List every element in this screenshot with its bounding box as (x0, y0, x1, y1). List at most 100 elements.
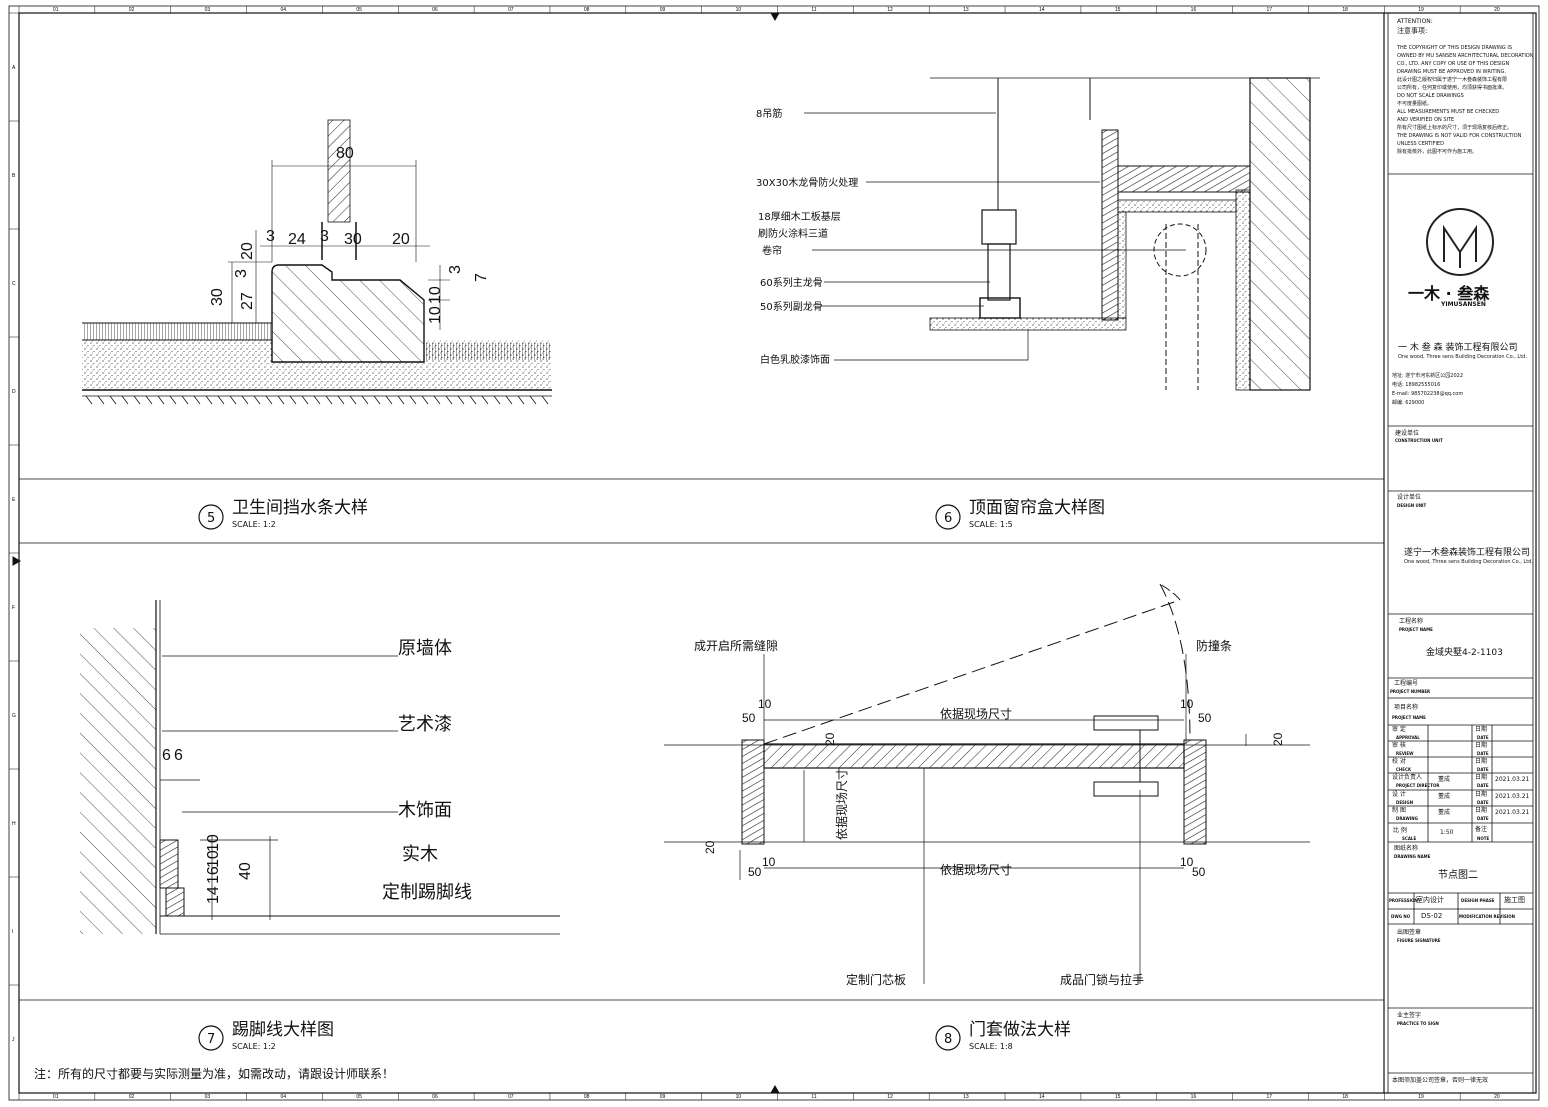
role-label-en: CHECK (1396, 767, 1412, 772)
ground-hatch (421, 395, 429, 405)
grid-col-bottom: 11 (811, 1094, 816, 1100)
role-date-label: 日期 (1475, 726, 1488, 733)
svg-text:SCALE: 1:2: SCALE: 1:2 (232, 1042, 276, 1051)
ground-hatch (109, 395, 117, 405)
role-date-label: 日期 (1475, 807, 1488, 814)
grid-row-label: D (12, 389, 16, 395)
note-label: 备注 (1475, 826, 1488, 833)
svg-text:实木: 实木 (402, 844, 438, 865)
copyright-note-line: OWNED BY MU SANSEN ARCHITECTURAL DECORAT… (1397, 53, 1534, 59)
svg-text:8: 8 (944, 1032, 952, 1047)
grid-col-bottom: 10 (736, 1094, 742, 1100)
svg-text:30X30木龙骨防火处理: 30X30木龙骨防火处理 (756, 176, 858, 189)
ground-hatch (361, 395, 369, 405)
ground-hatch (181, 395, 189, 405)
ground-hatch (301, 395, 309, 405)
svg-text:3: 3 (320, 228, 329, 245)
svg-text:10: 10 (427, 286, 444, 304)
svg-text:27: 27 (239, 292, 256, 310)
ground-hatch (385, 395, 393, 405)
detail-6-title: 6 顶面窗帘盒大样图 SCALE: 1:5 (935, 498, 1105, 530)
grid-col-top: 16 (1191, 7, 1197, 13)
grid-row-label: H (12, 821, 16, 827)
detail-8-labels: 成开启所需缝隙 防撞条 依据现场尺寸 依据现场尺寸 依据现场尺寸 定制门芯板 成… (694, 638, 1232, 987)
svg-text:50: 50 (1198, 711, 1212, 725)
role-name: 董成 (1438, 809, 1451, 816)
detail-7-dims: 6 6 10 10 16 14 40 (162, 747, 254, 904)
contact-line: 电话: 18982555016 (1392, 382, 1441, 388)
grid-col-top: 08 (584, 7, 590, 13)
svg-text:刷防火涂料三道: 刷防火涂料三道 (758, 227, 828, 240)
svg-text:依据现场尺寸: 依据现场尺寸 (940, 706, 1012, 721)
svg-text:原墙体: 原墙体 (398, 638, 452, 659)
role-date-label-en: DATE (1477, 751, 1489, 756)
svg-text:7: 7 (473, 273, 490, 282)
detail-8-dims: 50 10 20 50 10 20 20 10 50 10 50 (703, 697, 1285, 879)
copyright-note-line: UNLESS CERTIFIED (1397, 141, 1444, 147)
grid-col-bottom: 17 (1267, 1094, 1273, 1100)
general-note: 注：所有的尺寸都要与实际测量为准，如需改动，请跟设计师联系！ (34, 1066, 394, 1081)
svg-text:20: 20 (703, 840, 717, 854)
svg-text:门套做法大样: 门套做法大样 (969, 1020, 1071, 1040)
svg-text:50系列副龙骨: 50系列副龙骨 (760, 300, 823, 313)
copyright-note-line: THE DRAWING IS NOT VALID FOR CONSTRUCTIO… (1397, 133, 1522, 139)
svg-text:20: 20 (823, 732, 837, 746)
logo-text: 一木 · 叁森 (1408, 284, 1490, 303)
grid-col-top: 04 (280, 7, 286, 13)
grid-col-bottom: 09 (660, 1094, 666, 1100)
copyright-note-line: 不可度量图纸。 (1397, 101, 1433, 107)
grid-col-bottom: 14 (1039, 1094, 1045, 1100)
role-date-label-en: DATE (1477, 767, 1489, 772)
svg-text:30: 30 (209, 288, 226, 306)
titleblock-frame (1387, 13, 1534, 1093)
detail-5-dims: 80 3 24 3 30 20 20 3 3 7 30 27 10 10 (209, 145, 490, 324)
svg-text:顶面窗帘盒大样图: 顶面窗帘盒大样图 (969, 498, 1105, 518)
ground-hatch (529, 395, 537, 405)
detail-8-drawing (664, 583, 1310, 984)
grid-row-label: I (12, 929, 13, 935)
role-date-label: 日期 (1475, 791, 1488, 798)
detail-6-labels: 8吊筋 30X30木龙骨防火处理 18厚细木工板基层 刷防火涂料三道 卷帘 60… (756, 107, 858, 366)
project-name-label-en: PROJECT NAME (1399, 627, 1433, 632)
svg-text:10: 10 (1180, 697, 1194, 711)
svg-text:10: 10 (205, 850, 222, 868)
ground-hatch (265, 395, 273, 405)
figure-signature-label-en: FIGURE SIGNATURE (1397, 938, 1441, 943)
ground-hatch (169, 395, 177, 405)
grid-col-bottom: 06 (432, 1094, 438, 1100)
svg-text:20: 20 (392, 231, 410, 248)
grid-col-top: 15 (1115, 7, 1121, 13)
ground-hatch (85, 395, 93, 405)
ground-hatch (373, 395, 381, 405)
copyright-note-line: ALL MEASUREMENTS MUST BE CHECKED (1397, 109, 1500, 115)
drawing-name-label-en: DRAWING NAME (1394, 854, 1431, 859)
svg-text:木饰面: 木饰面 (398, 800, 452, 821)
detail-7-drawing (80, 600, 560, 935)
svg-text:依据现场尺寸: 依据现场尺寸 (940, 862, 1012, 877)
svg-text:卫生间挡水条大样: 卫生间挡水条大样 (232, 498, 368, 518)
ground-hatch (325, 395, 333, 405)
drawing-name-label: 图纸名称 (1394, 845, 1419, 852)
ground-hatch (145, 395, 153, 405)
role-date-label-en: DATE (1477, 735, 1489, 740)
grid-row-label: J (12, 1037, 15, 1043)
grid-col-bottom: 08 (584, 1094, 590, 1100)
svg-text:60系列主龙骨: 60系列主龙骨 (760, 276, 823, 289)
svg-text:依据现场尺寸: 依据现场尺寸 (834, 768, 849, 840)
svg-text:18厚细木工板基层: 18厚细木工板基层 (758, 210, 841, 223)
grid-col-top: 05 (356, 7, 362, 13)
role-label-en: DESIGN (1396, 800, 1414, 805)
role-label: 审 定 (1392, 726, 1406, 733)
design-unit-label: 设计单位 (1397, 494, 1422, 501)
owner-sign-label: 业主签字 (1397, 1012, 1422, 1019)
ground-hatch (481, 395, 489, 405)
figure-signature-label: 出图签章 (1397, 929, 1422, 936)
role-label: 设计负责人 (1392, 774, 1423, 781)
grid-col-bottom: 03 (205, 1094, 211, 1100)
ground-hatch (409, 395, 417, 405)
grid-col-top: 02 (129, 7, 135, 13)
ground-hatch (337, 395, 345, 405)
svg-text:SCALE: 1:8: SCALE: 1:8 (969, 1042, 1013, 1051)
role-label-en: REVIEW (1396, 751, 1414, 756)
